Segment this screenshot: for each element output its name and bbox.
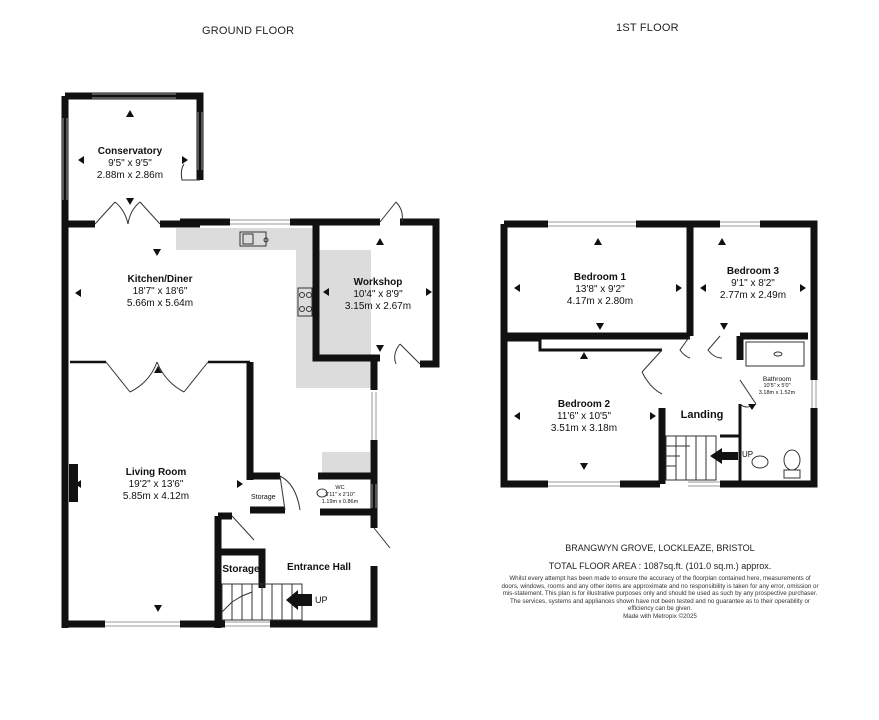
room-metric: 2.77m x 2.49m: [719, 290, 787, 301]
ground-stairs-up-arrow: [286, 590, 312, 610]
room-bedroom-3: Bedroom 3 9'1" x 8'2" 2.77m x 2.49m: [706, 266, 800, 302]
room-name: Bedroom 1: [573, 272, 627, 283]
ground-door-swings: [94, 163, 421, 549]
first-stairs-up-arrow: [710, 448, 738, 464]
bathroom-fittings: [745, 341, 805, 479]
made-with-credit: Made with Metropix ©2025: [623, 613, 697, 620]
room-name: Entrance Hall: [287, 562, 351, 573]
room-workshop: Workshop 10'4" x 8'9" 3.15m x 2.67m: [330, 277, 426, 313]
first-stairs: [665, 435, 717, 481]
conservatory-windows: [62, 93, 203, 200]
fireplace: [69, 464, 78, 502]
room-imperial: 13'8" x 9'2": [575, 284, 625, 295]
room-bathroom: Bathroom 10'5" x 5'0" 3.18m x 1.52m: [750, 376, 804, 397]
room-kitchen-diner: Kitchen/Diner 18'7" x 18'6" 5.66m x 5.64…: [110, 274, 210, 310]
ground-floor-title: GROUND FLOOR: [202, 25, 295, 37]
room-name: WC: [335, 485, 345, 491]
room-bedroom-1: Bedroom 1 13'8" x 9'2" 4.17m x 2.80m: [552, 272, 648, 308]
wc-fittings: [316, 488, 328, 498]
room-metric: 3.15m x 2.67m: [344, 301, 412, 312]
total-floor-area: TOTAL FLOOR AREA : 1087sq.ft. (101.0 sq.…: [548, 561, 772, 571]
room-name: Living Room: [125, 467, 187, 478]
room-metric: 5.85m x 4.12m: [122, 491, 190, 502]
room-name: Conservatory: [97, 146, 163, 157]
first-stairs-up-label: UP: [742, 450, 754, 459]
room-imperial: 19'2" x 13'6": [128, 479, 184, 490]
room-living-room: Living Room 19'2" x 13'6" 5.85m x 4.12m: [106, 467, 206, 503]
room-imperial: 10'5" x 5'0": [763, 383, 791, 389]
room-imperial: 10'4" x 8'9": [353, 289, 403, 300]
first-floor-walls: [500, 220, 818, 488]
room-imperial: 11'6" x 10'5": [556, 411, 612, 422]
room-name: Workshop: [353, 277, 403, 288]
ground-dimension-markers: [75, 110, 432, 612]
room-landing: Landing: [676, 409, 728, 421]
room-name: Kitchen/Diner: [127, 274, 193, 285]
room-name: Bedroom 2: [557, 399, 611, 410]
property-address: BRANGWYN GROVE, LOCKLEAZE, BRISTOL: [565, 543, 755, 553]
first-dimension-markers: [514, 238, 806, 470]
first-windows: [548, 221, 817, 487]
room-conservatory: Conservatory 9'5" x 9'5" 2.88m x 2.86m: [90, 146, 170, 182]
first-floor-partitions: [504, 338, 742, 484]
room-metric: 5.66m x 5.64m: [126, 298, 194, 309]
room-imperial: 18'7" x 18'6": [132, 286, 188, 297]
kitchen-sink: [239, 231, 269, 247]
room-name: Bedroom 3: [726, 266, 780, 277]
kitchen-hob: [297, 287, 313, 317]
room-bedroom-2: Bedroom 2 11'6" x 10'5" 3.51m x 3.18m: [536, 399, 632, 435]
ground-floor-walls: [61, 218, 440, 628]
room-name: Landing: [680, 409, 724, 421]
room-metric: 3.18m x 1.52m: [758, 390, 796, 396]
room-metric: 3.51m x 3.18m: [550, 423, 618, 434]
room-name: Storage: [251, 494, 276, 501]
room-name: Bathroom: [762, 376, 792, 383]
kitchen-grey-fill: [176, 228, 371, 474]
room-entrance-hall: Entrance Hall: [282, 562, 356, 574]
room-imperial: 9'1" x 8'2": [731, 278, 775, 289]
ground-stairs-up-label: UP: [315, 595, 328, 605]
room-imperial: 9'5" x 9'5": [108, 158, 152, 169]
room-metric: 4.17m x 2.80m: [566, 296, 634, 307]
room-name: Storage: [222, 564, 260, 575]
room-wc: WC 3'11" x 2'10" 1.19m x 0.86m: [314, 485, 366, 506]
ground-windows: [105, 219, 377, 627]
room-metric: 2.88m x 2.86m: [96, 170, 164, 181]
room-metric: 1.19m x 0.86m: [321, 499, 359, 505]
first-floor-title: 1ST FLOOR: [616, 22, 679, 34]
room-storage-small: Storage: [251, 492, 276, 504]
room-storage: Storage: [220, 564, 262, 576]
disclaimer-text: Whilst every attempt has been made to en…: [501, 575, 819, 612]
room-imperial: 3'11" x 2'10": [325, 492, 355, 498]
